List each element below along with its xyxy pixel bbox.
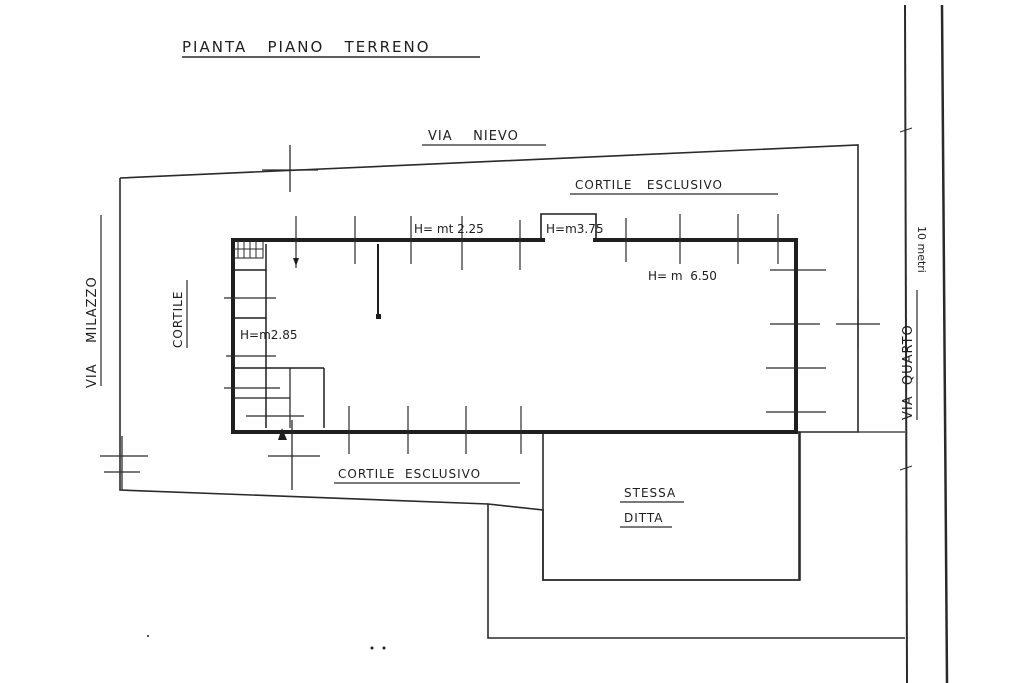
area-label-cortile-south: CORTILE ESCLUSIVO (338, 467, 481, 481)
north-opening (545, 236, 593, 244)
building-outline (231, 238, 798, 434)
stray-mark-1 (370, 646, 374, 650)
height-label-h4: H=m2.85 (240, 328, 298, 342)
height-label-h3: H= m 6.50 (648, 269, 717, 283)
crosshair-marks (100, 145, 320, 490)
scale-tick-top (899, 127, 913, 133)
stray-mark-2 (382, 646, 386, 650)
north-arrowhead (293, 258, 299, 266)
drawing-title: PIANTA PIANO TERRENO (182, 38, 431, 56)
height-label-h2: H=m3.75 (546, 222, 604, 236)
area-label-ditta: DITTA (624, 511, 664, 525)
height-label-h1: H= mt 2.25 (414, 222, 484, 236)
west-ticks (224, 297, 304, 417)
street-label-west: VIA MILAZZO (85, 276, 100, 388)
reference-line-1 (904, 4, 908, 683)
reference-line-2 (940, 4, 949, 683)
street-label-north: VIA NIEVO (428, 129, 519, 144)
bottom-ticks (348, 406, 522, 454)
area-label-cortile-west: CORTILE (171, 291, 185, 348)
area-label-cortile-north: CORTILE ESCLUSIVO (575, 178, 723, 192)
scale-tick-bottom (899, 465, 913, 471)
street-label-east: VIA QUARTO (901, 324, 916, 420)
stair-arrow (278, 428, 287, 440)
lot-boundary (119, 144, 905, 639)
north-bay (540, 213, 597, 240)
partition-end (376, 314, 381, 319)
stessa-ditta-plot (542, 431, 800, 581)
scale-label: 10 metri (915, 226, 928, 273)
east-ticks (766, 269, 880, 413)
lot-boundary-west (119, 178, 489, 505)
stray-mark-3 (147, 635, 149, 637)
area-label-stessa: STESSA (624, 486, 676, 500)
